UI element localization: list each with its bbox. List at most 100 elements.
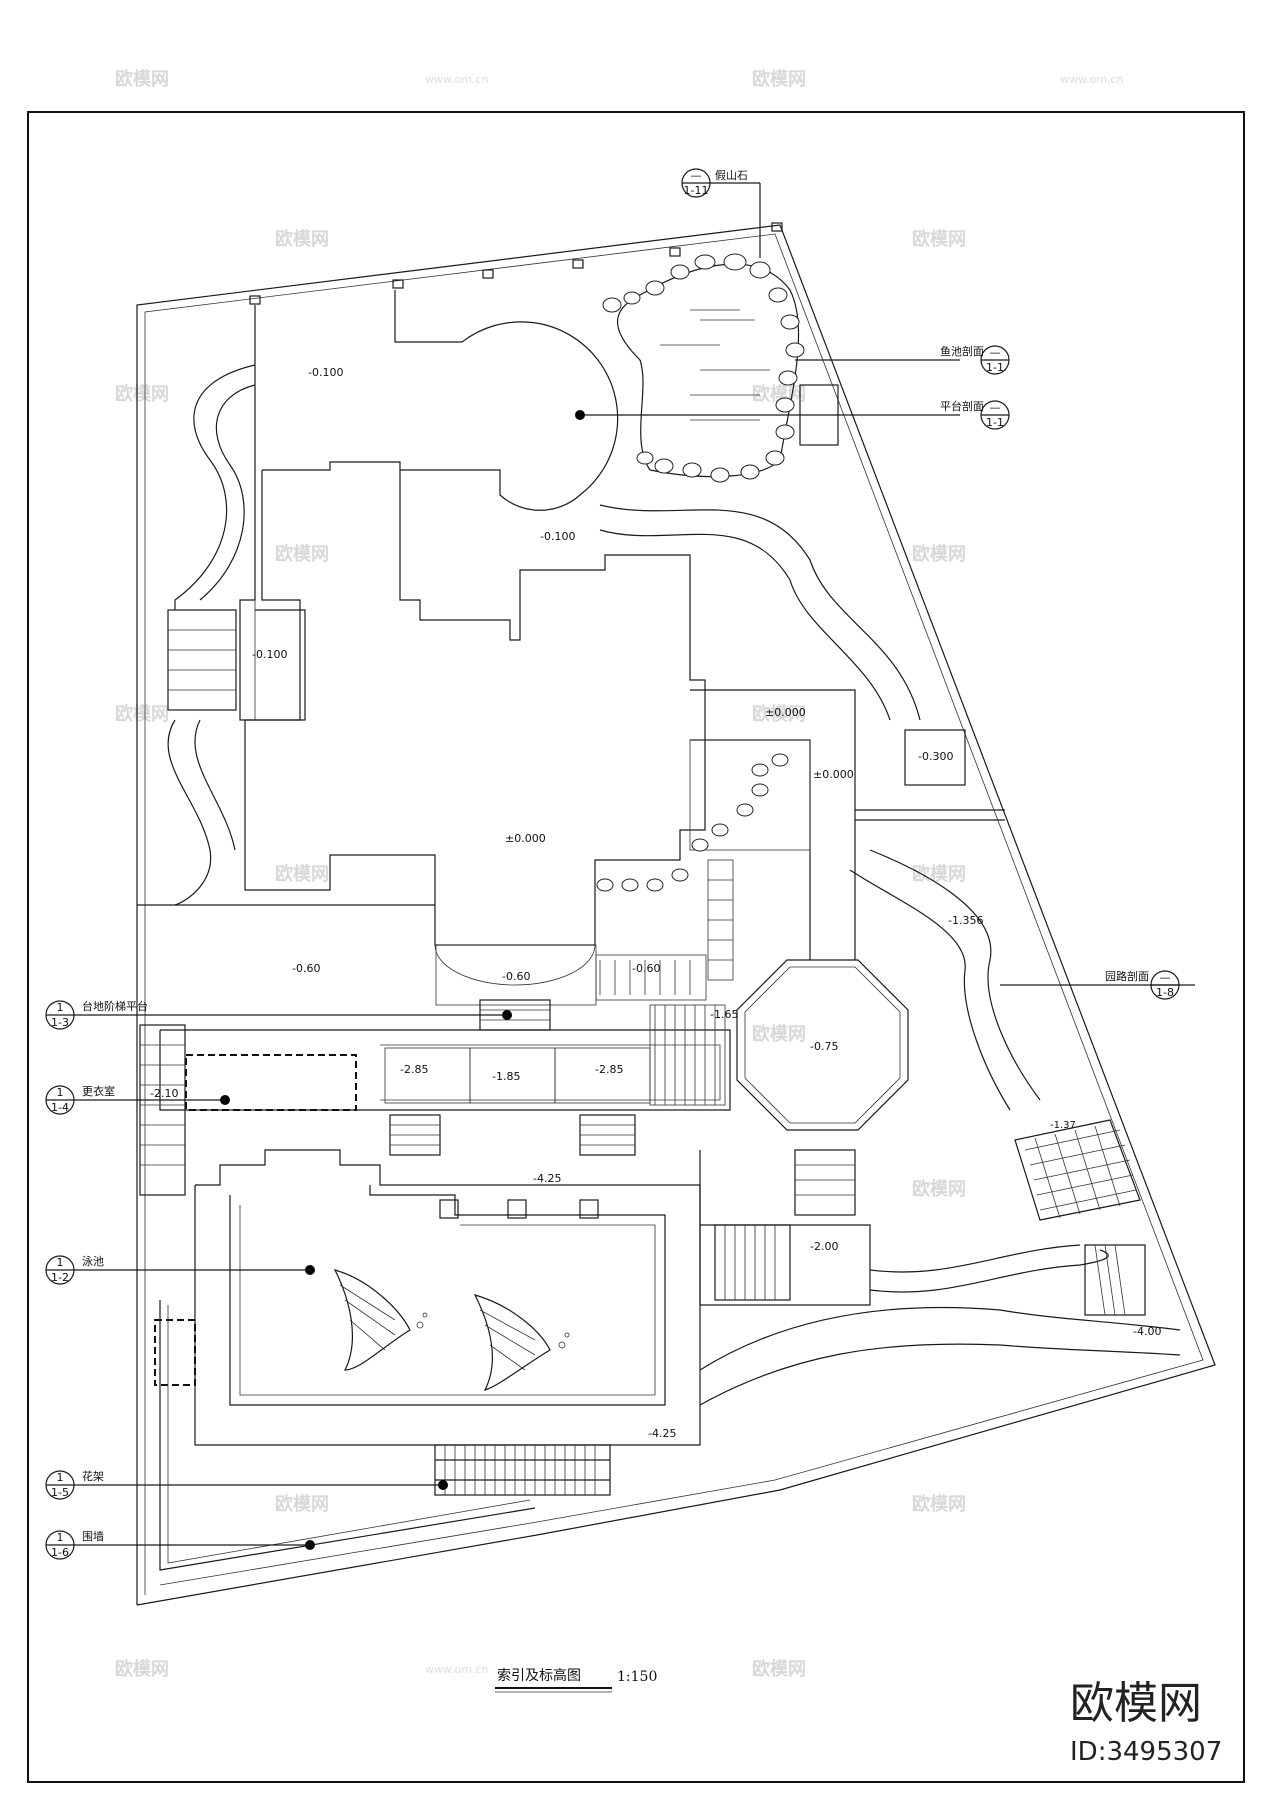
label-rock-mound: 假山石	[715, 168, 748, 182]
level-path-east: -1.356	[948, 914, 983, 927]
watermark-text: 欧模网	[912, 1178, 966, 1200]
level-east-deck2: ±0.000	[813, 768, 854, 781]
callout-changing-room: 1 1-4 更衣室	[45, 1084, 160, 1115]
label-changing-room: 更衣室	[82, 1084, 115, 1098]
level-changing-room: -2.10	[150, 1087, 178, 1100]
watermark-text: 欧模网	[912, 543, 966, 565]
ref-bottom: 1-3	[51, 1016, 69, 1029]
level-octagon: -0.75	[810, 1040, 838, 1053]
callout-garden-path: — 1-8 园路剖面	[1105, 969, 1180, 1000]
callout-rock-mound: — 1-11 假山石	[681, 168, 760, 198]
label-pergola: 花架	[82, 1470, 104, 1483]
ref-top: 1	[57, 1531, 64, 1544]
brand-block: 欧模网 ID:3495307	[1070, 1678, 1222, 1767]
main-house: ±0.000 -0.100 -0.100 -0.100	[167, 366, 706, 986]
watermark-text: 欧模网	[912, 228, 966, 250]
callout-pool: 1 1-2 泳池	[45, 1254, 160, 1285]
changing-room	[185, 1054, 357, 1111]
ref-top: 1	[57, 1086, 64, 1099]
callout-pergola: 1 1-5 花架	[45, 1470, 160, 1500]
platform-index-dot	[575, 410, 585, 420]
middle-terraces: -0.60 -0.60 -0.60 -2.85 -1.85 -2.85	[137, 904, 731, 1196]
watermark-text: 欧模网	[275, 228, 329, 250]
label-wall: 围墙	[82, 1529, 104, 1543]
ref-bottom: 1-5	[51, 1486, 69, 1499]
ref-top: 1	[57, 1001, 64, 1014]
label-pool: 泳池	[82, 1254, 104, 1268]
level-pool-bottom: -4.25	[648, 1427, 676, 1440]
label-garden-path: 园路剖面	[1105, 969, 1149, 983]
sheet-frame	[27, 111, 1245, 1783]
level-lower-mid: -1.85	[492, 1070, 520, 1083]
brand-id: ID:3495307	[1070, 1737, 1222, 1767]
pond-rocks	[602, 253, 805, 483]
level-lawn-west: -0.60	[292, 962, 320, 975]
label-fish-pond: 鱼池剖面	[940, 344, 984, 358]
brand-logo-text: 欧模网	[1070, 1678, 1202, 1729]
fish-pond	[602, 183, 960, 483]
level-se-corner: -4.00	[1133, 1325, 1161, 1338]
watermark-text: 欧模网	[912, 863, 966, 885]
platform-deck	[799, 384, 839, 446]
level-pavilion-box: -0.300	[918, 750, 953, 763]
watermark-text: 欧模网	[275, 543, 329, 565]
pool-equipment	[154, 1319, 196, 1386]
ref-top: —	[691, 169, 702, 182]
label-platform: 平台剖面	[940, 399, 984, 413]
watermark-text: 欧模网	[115, 1658, 169, 1680]
drawing-title: 索引及标高图	[497, 1667, 581, 1684]
ref-bottom: 1-4	[51, 1101, 69, 1114]
watermark-text: 欧模网	[752, 68, 806, 90]
watermark-text: 欧模网	[752, 703, 806, 725]
site-boundary	[136, 222, 1216, 1606]
level-side-terrace: -0.100	[252, 648, 287, 661]
level-step-mid: -0.60	[502, 970, 530, 983]
south-wall	[159, 1300, 536, 1571]
level-east-deck: ±0.000	[765, 706, 806, 719]
ref-bottom: 1-6	[51, 1546, 69, 1559]
watermark-text: 欧模网	[912, 1493, 966, 1515]
drawing-title-block: 索引及标高图 1:150	[495, 1667, 657, 1693]
level-trellis-square: -1.37	[1050, 1120, 1076, 1131]
label-terrace-stair: 台地阶梯平台	[82, 999, 148, 1013]
octagon-pavilion: -0.75 -1.65	[710, 959, 909, 1216]
ref-top: 1	[57, 1471, 64, 1484]
callout-wall: 1 1-6 围墙	[45, 1529, 160, 1560]
callout-terrace-stair: 1 1-3 台地阶梯平台	[45, 999, 160, 1030]
drawing-scale: 1:150	[617, 1669, 657, 1685]
pavilion-box	[904, 729, 966, 786]
ref-bottom: 1-11	[684, 184, 709, 197]
west-brick-stairs	[167, 609, 237, 711]
west-garden-path	[167, 364, 256, 906]
ref-top: —	[990, 346, 1001, 359]
watermark-url: www.om.cn	[425, 73, 488, 86]
ref-top: —	[1160, 971, 1171, 984]
watermark-url: www.om.cn	[1060, 73, 1123, 86]
watermark-text: 欧模网	[115, 383, 169, 405]
ref-bottom: 1-8	[1156, 986, 1174, 999]
level-lower-left: -2.85	[400, 1063, 428, 1076]
watermark-text: 欧模网	[275, 1493, 329, 1515]
watermark-text: 欧模网	[752, 1023, 806, 1045]
east-deck: ±0.000 ±0.000 -0.300 -1.356	[596, 689, 1005, 981]
ref-bottom: 1-2	[51, 1271, 69, 1284]
level-stair-low: -2.00	[810, 1240, 838, 1253]
callout-platform: — 1-1 平台剖面	[940, 399, 1010, 430]
east-garden-path	[599, 504, 1195, 1111]
level-mid-terrace: -0.100	[540, 530, 575, 543]
level-octagon-edge: -1.65	[710, 1008, 738, 1021]
watermark-text: 欧模网	[752, 1658, 806, 1680]
pergola	[160, 1444, 611, 1496]
level-lower-right: -2.85	[595, 1063, 623, 1076]
watermark-text: 欧模网	[115, 68, 169, 90]
trellis-square: -1.37	[1014, 1119, 1141, 1221]
callout-fish-pond: — 1-1 鱼池剖面	[940, 344, 1010, 375]
fish-motif	[333, 1269, 428, 1371]
ref-bottom: 1-1	[986, 361, 1004, 374]
level-pool-top: -4.25	[533, 1172, 561, 1185]
watermark-text: 欧模网	[275, 863, 329, 885]
level-step-mid2: -0.60	[632, 962, 660, 975]
swimming-pool: -4.25 -4.25	[154, 1149, 701, 1446]
level-top-terrace: -0.100	[308, 366, 343, 379]
